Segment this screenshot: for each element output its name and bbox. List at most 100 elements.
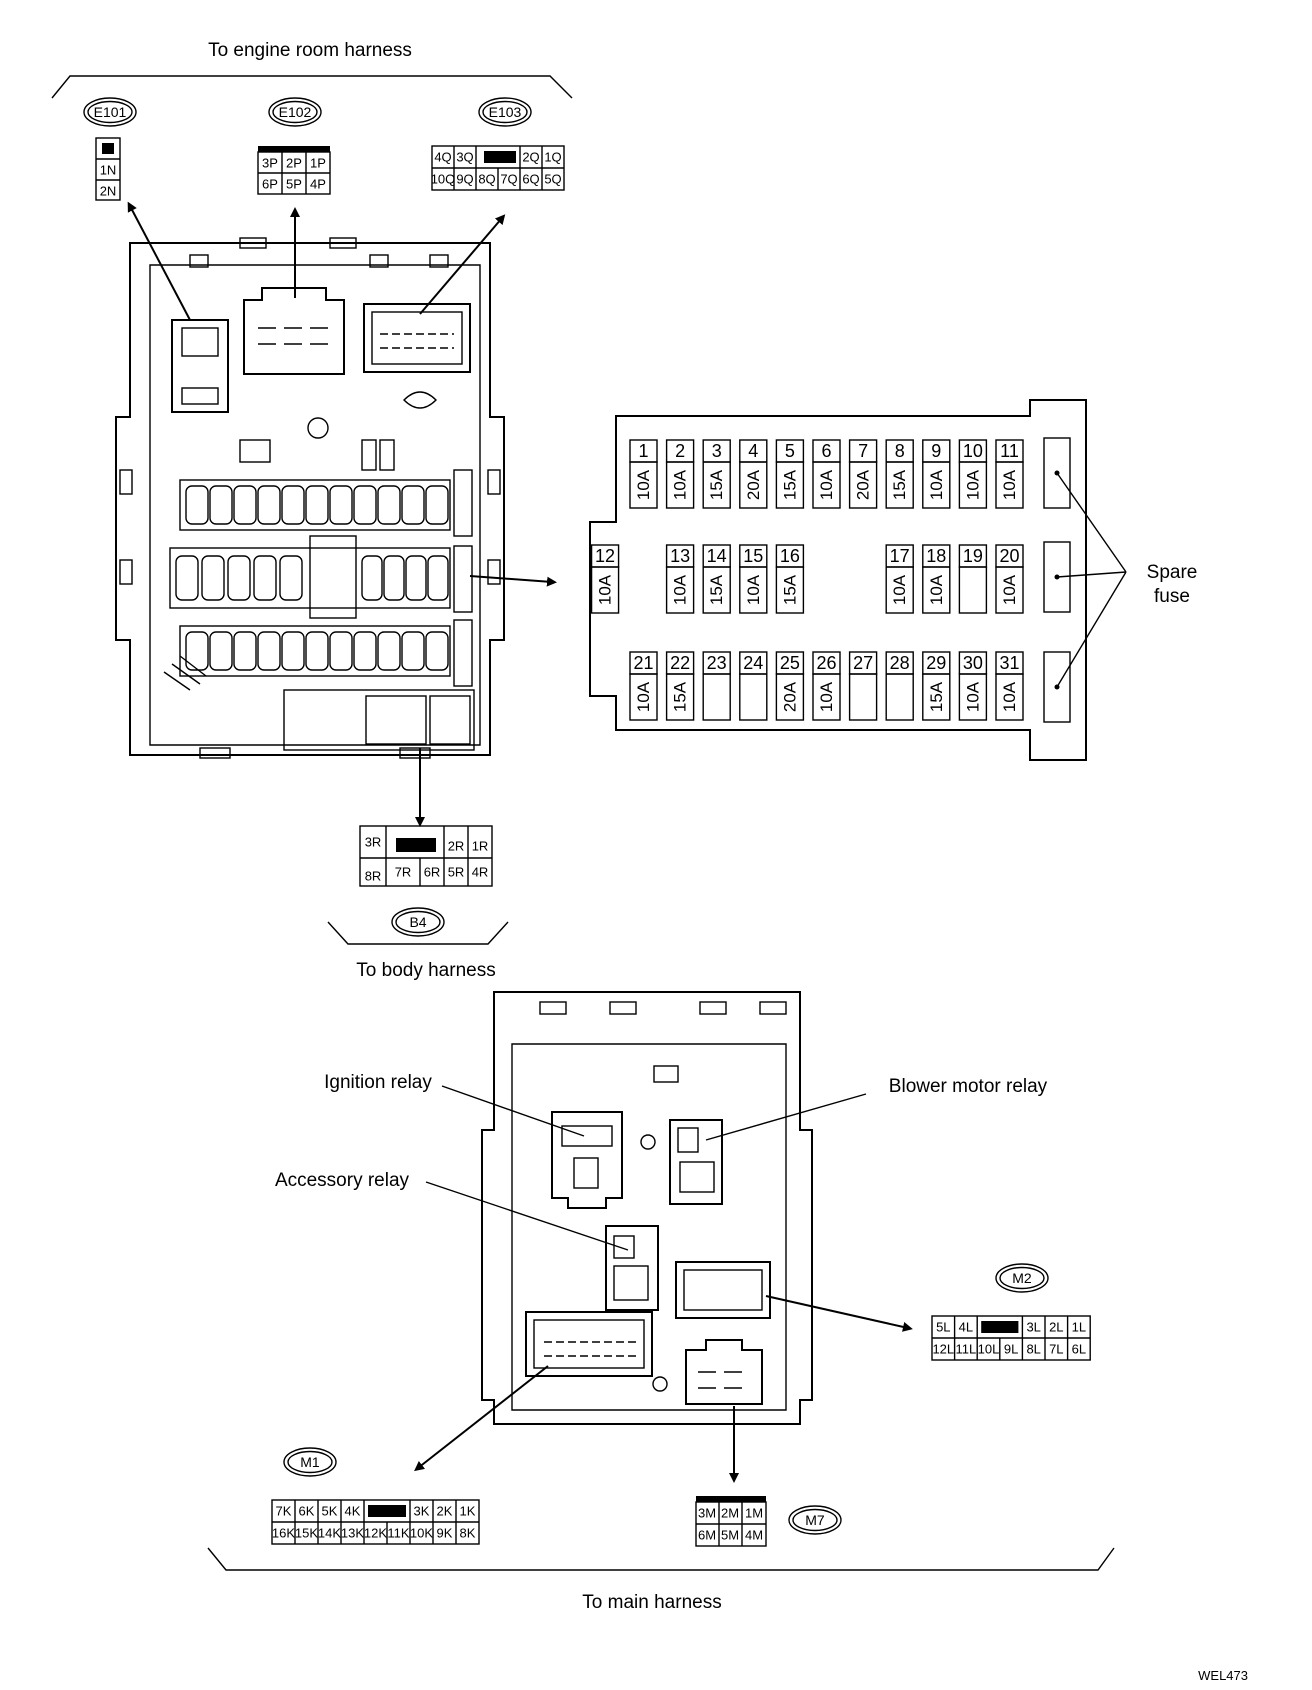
pin-label: 6L (1072, 1342, 1086, 1357)
fuse-number: 10 (963, 441, 983, 461)
fuse-rating: 15A (780, 469, 799, 500)
fuse-number: 31 (999, 653, 1019, 673)
connector-e101: E101 (83, 97, 137, 127)
svg-text:4P: 4P (310, 177, 326, 192)
fuse-27: 27 (848, 651, 878, 721)
svg-text:4Q: 4Q (434, 150, 451, 165)
upper-fuse-slot (279, 555, 303, 601)
svg-text:1Q: 1Q (544, 150, 561, 165)
fuse-rating: 15A (780, 574, 799, 605)
figure-code: WEL473 (1198, 1668, 1248, 1683)
svg-text:5R: 5R (448, 865, 465, 880)
upper-fuse-slot (377, 631, 401, 671)
svg-text:9Q: 9Q (456, 172, 473, 187)
svg-text:2P: 2P (286, 156, 302, 171)
svg-text:3M: 3M (698, 1506, 716, 1521)
pin-label: 10L (978, 1342, 1000, 1357)
fuse-rating: 15A (927, 681, 946, 712)
svg-text:6P: 6P (262, 177, 278, 192)
fuse-23: 23 (702, 651, 731, 721)
fuse-rating: 10A (963, 681, 982, 712)
svg-text:M1: M1 (300, 1454, 320, 1470)
fuse-rating: 10A (671, 574, 690, 605)
pin-label: 1L (1072, 1320, 1086, 1335)
fuse-rating: 10A (927, 574, 946, 605)
upper-fuse-slot (227, 555, 251, 601)
engine-room-harness-label: To engine room harness (208, 40, 412, 61)
upper-fuse-slot (329, 631, 353, 671)
upper-fuse-slot (175, 555, 199, 601)
svg-text:E103: E103 (489, 104, 522, 120)
fuse-24: 24 (739, 651, 768, 721)
upper-fuse-slot (257, 631, 281, 671)
accessory-relay-leader (425, 1181, 629, 1251)
svg-text:6Q: 6Q (522, 172, 539, 187)
pin-label: 7L (1049, 1342, 1063, 1357)
fuse-number: 16 (780, 546, 800, 566)
svg-text:E102: E102 (279, 104, 312, 120)
arrow-to-fuse-panel (469, 575, 557, 587)
fuse-number: 28 (890, 653, 910, 673)
svg-text:1R: 1R (472, 839, 489, 854)
fuse-rating: 10A (596, 574, 615, 605)
blower-motor-relay-label: Blower motor relay (889, 1076, 1048, 1097)
arrow-to-m2 (765, 1295, 913, 1332)
fuse-number: 7 (858, 441, 868, 461)
pin-label: 4L (959, 1320, 973, 1335)
pin-label: 14K (318, 1526, 341, 1541)
pin-label: 16K (272, 1526, 295, 1541)
fuse-number: 18 (926, 546, 946, 566)
pin-label: 13K (341, 1526, 364, 1541)
fuse-number: 22 (670, 653, 690, 673)
pin-label: 5L (936, 1320, 950, 1335)
svg-text:M7: M7 (805, 1512, 825, 1528)
svg-text:5Q: 5Q (544, 172, 561, 187)
upper-fuse-slot (281, 485, 305, 525)
pin-label: 9L (1004, 1342, 1018, 1357)
pin-label: 11K (387, 1526, 409, 1541)
fuse-number: 1 (638, 441, 648, 461)
upper-fuse-slot (383, 555, 405, 601)
fuse-number: 2 (675, 441, 685, 461)
fuse-number: 5 (785, 441, 795, 461)
fuse-number: 11 (1000, 441, 1019, 461)
upper-fuse-slot (257, 485, 281, 525)
pin-label: 2K (437, 1504, 453, 1519)
fuse-number: 20 (999, 546, 1019, 566)
fuse-panel (589, 399, 1087, 761)
svg-text:B4: B4 (409, 914, 426, 930)
svg-text:7Q: 7Q (500, 172, 517, 187)
spare-fuse-slots (1043, 437, 1127, 723)
fuse-rating: 10A (1000, 574, 1019, 605)
svg-text:2M: 2M (721, 1506, 739, 1521)
svg-text:10Q: 10Q (431, 172, 456, 187)
svg-text:3R: 3R (365, 835, 382, 850)
upper-fuse-slot (185, 631, 209, 671)
m7-pin-grid: 3M 2M 1M 6M 5M 4M (695, 1496, 767, 1547)
upper-fuse-slot (209, 485, 233, 525)
upper-fuse-slot (305, 485, 329, 525)
fuse-rating: 15A (890, 469, 909, 500)
body-harness-label: To body harness (356, 960, 495, 981)
fuse-number: 29 (926, 653, 946, 673)
upper-fuse-slot (253, 555, 277, 601)
accessory-relay-label: Accessory relay (275, 1170, 410, 1191)
pin-label: 4K (345, 1504, 361, 1519)
upper-fuse-slot (377, 485, 401, 525)
pin-label: 11L (956, 1342, 977, 1357)
svg-text:5M: 5M (721, 1528, 739, 1543)
upper-fuse-slot (185, 485, 209, 525)
